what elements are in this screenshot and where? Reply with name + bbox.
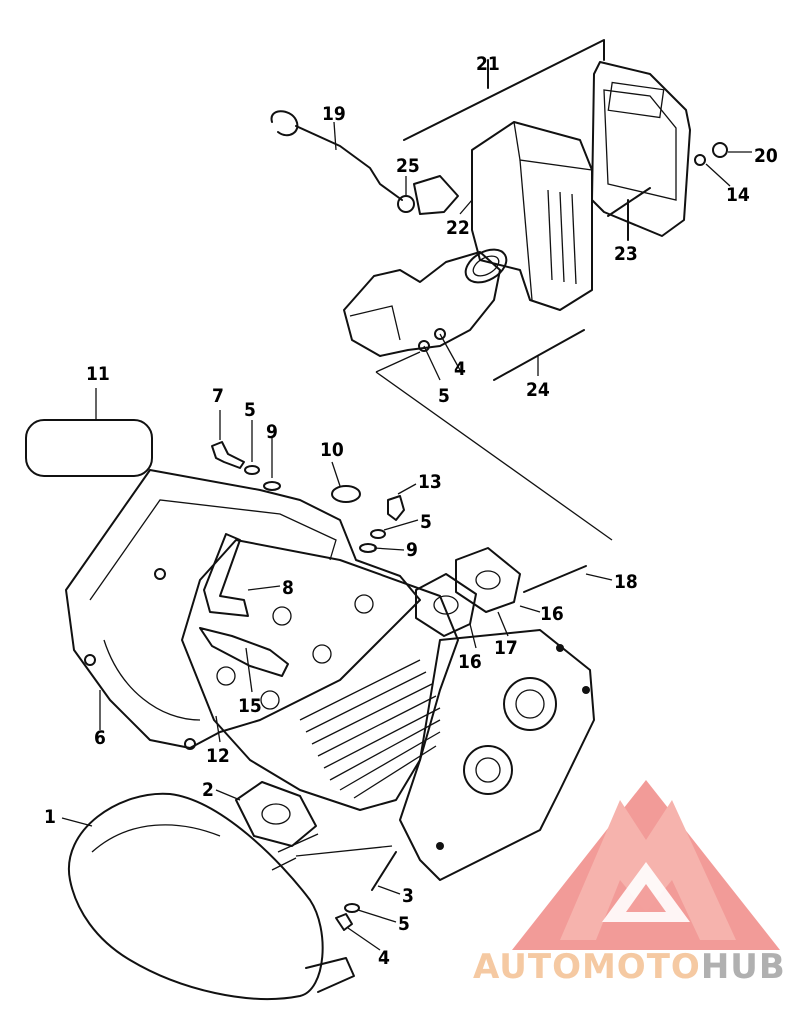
carb-intake-ring-22 [464, 248, 508, 284]
watermark-part1: AUTOMOTO [473, 947, 701, 987]
stud-3 [371, 851, 397, 891]
watermark-part2: HUB [701, 947, 786, 987]
stud-24 [493, 329, 585, 381]
callout-label: 16 [540, 603, 564, 625]
muffler-outlet [305, 957, 355, 993]
carburetor [343, 251, 501, 357]
callout-label: 23 [614, 243, 638, 265]
callout-label: 19 [322, 103, 346, 125]
grommet-25 [397, 195, 415, 213]
washer-5-top [244, 465, 260, 475]
callout-label: 20 [754, 145, 778, 167]
callout-label: 1 [44, 806, 56, 828]
cooling-fins [299, 659, 441, 799]
callout-label: 7 [212, 385, 224, 407]
grommet-10 [331, 485, 361, 503]
callout-label: 25 [396, 155, 420, 177]
callout-label: 6 [94, 727, 106, 749]
callout-label: 5 [398, 913, 410, 935]
callout-label: 9 [266, 421, 278, 443]
callout-label: 16 [458, 651, 482, 673]
air-box-assembly [270, 39, 752, 541]
muffler-1 [67, 792, 324, 1000]
air-filter-lid [591, 61, 691, 237]
exhaust-gasket-2 [235, 781, 317, 847]
callout-label: 4 [378, 947, 390, 969]
intake-flange-17 [455, 547, 521, 613]
callout-label: 8 [282, 577, 294, 599]
callout-labels: 1 2 3 4 4 5 5 5 5 6 7 8 9 9 10 11 12 13 … [44, 53, 778, 969]
spark-plug-15 [199, 627, 289, 677]
fan-shroud-6 [65, 469, 421, 749]
nut-4 [335, 913, 353, 931]
dipstick-19 [270, 110, 403, 201]
bolt-7 [211, 441, 245, 469]
leader-21 [403, 39, 605, 141]
air-box-housing [471, 121, 593, 311]
callout-label: 5 [420, 511, 432, 533]
callout-label: 10 [320, 439, 344, 461]
callout-label: 18 [614, 571, 638, 593]
callout-label: 13 [418, 471, 442, 493]
spark-plug-8 [203, 533, 249, 617]
callout-label: 14 [726, 184, 750, 206]
washer-9-top [263, 481, 281, 491]
callout-label: 12 [206, 745, 230, 767]
callout-label: 24 [526, 379, 550, 401]
mount-bracket [413, 175, 459, 215]
cylinder-head [181, 539, 459, 811]
callout-label: 2 [202, 779, 214, 801]
watermark-logo: AUTOMOTOHUB [473, 780, 786, 987]
callout-label: 5 [244, 399, 256, 421]
callout-label: 17 [494, 637, 518, 659]
callout-label: 5 [438, 385, 450, 407]
logo-inner-core [626, 884, 666, 912]
callout-label: 3 [402, 885, 414, 907]
callout-label: 22 [446, 217, 470, 239]
intake-gasket-16 [415, 573, 477, 637]
bolt-13 [387, 495, 405, 521]
washer-5-bottom [344, 903, 360, 913]
crankcase [399, 629, 595, 881]
callout-label: 21 [476, 53, 500, 75]
callout-label: 11 [86, 363, 110, 385]
callout-label: 4 [454, 358, 466, 380]
engine-body [25, 388, 595, 1000]
nut-20 [712, 142, 728, 158]
callout-label: 9 [406, 539, 418, 561]
callout-label: 15 [238, 695, 262, 717]
bearing-housing-lower [463, 745, 513, 795]
washer-14 [694, 154, 706, 166]
watermark-text: AUTOMOTOHUB [473, 947, 786, 987]
stud-18 [523, 565, 587, 593]
bearing-housing-upper [503, 677, 557, 731]
name-plate-11 [25, 419, 153, 477]
